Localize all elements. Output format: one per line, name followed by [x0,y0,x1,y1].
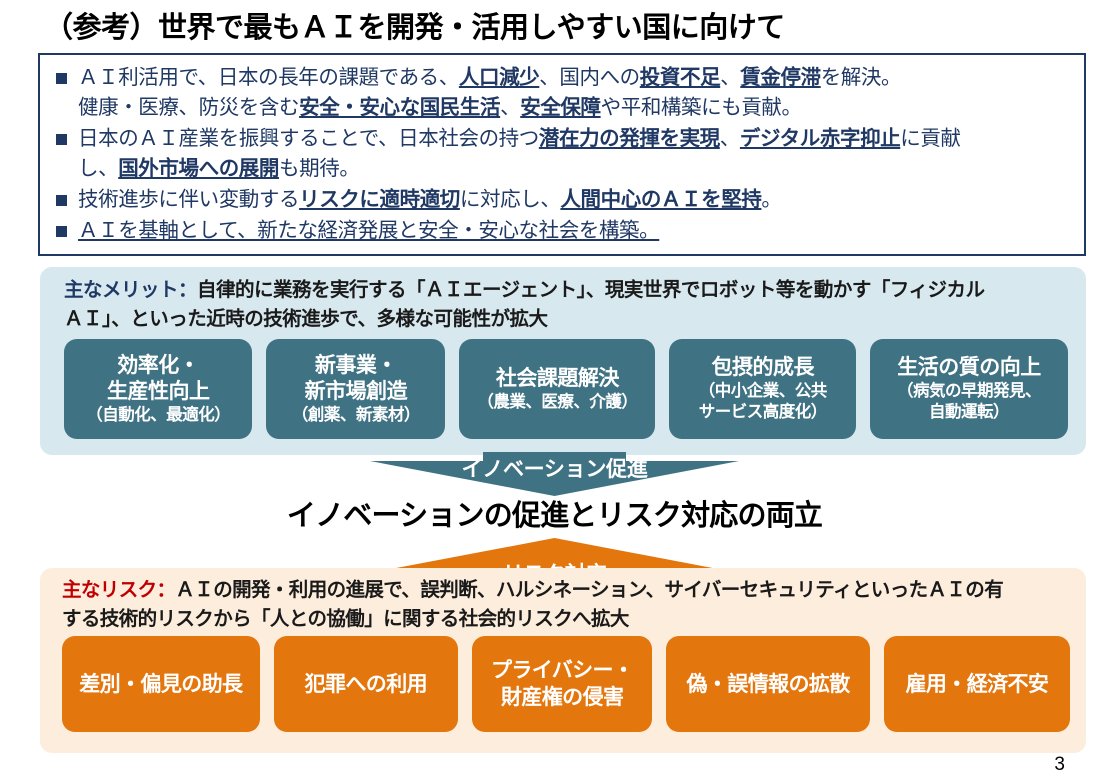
merit-label: 主なメリット： [64,279,198,301]
bullet-segment: 安全・安心な国民生活 [299,96,501,119]
merit-box-title: 生活の質の向上 [897,356,1041,379]
merit-box-title: 効率化・ [117,353,200,377]
bullet-text: 日本のＡＩ産業を振興することで、日本社会の持つ潜在力の発揮を実現、デジタル赤字抑… [78,124,1078,184]
arrow-down-shape [370,452,739,496]
merit-box: 効率化・生産性向上 （自動化、最適化） [64,339,253,439]
risk-box-title: 犯罪への利用 [304,672,428,696]
bullet-segment: 。 [761,188,782,211]
risk-box: 偽・誤情報の拡散 [666,636,870,732]
risk-box-title: 雇用・経済不安 [905,672,1049,696]
bullet-segment: ＡＩ利活用で、日本の長年の課題である、 [78,66,459,89]
bullet-segment: や平和構築にも貢献。 [600,96,802,119]
merit-box-title: 社会課題解決 [495,366,620,390]
bullet-segment: も期待。 [279,157,360,180]
bullet-segment: デジタル赤字抑止 [739,127,901,150]
risk-box: 雇用・経済不安 [883,636,1070,732]
bullet-segment: 、国内への [539,66,640,89]
center-statement: イノベーションの促進とリスク対応の両立 [286,500,823,532]
innovation-arrow-label: イノベーション促進 [461,458,648,481]
risk-box-row: 差別・偏見の助長 犯罪への利用 プライバシー・財産権の侵害 偽・誤情報の拡散 雇用・経済… [62,636,1070,732]
merit-box-title: 包摂的成長 [711,356,814,379]
risk-box-title: プライバシー・ [490,659,634,682]
risk-box-title: 偽・誤情報の拡散 [686,672,851,696]
merit-box: 生活の質の向上 （病気の早期発見、自動運転） [869,339,1068,439]
merit-box: 新事業・新市場創造 （創薬、新素材） [266,339,446,439]
risk-box: 差別・偏見の助長 [62,636,260,732]
merit-box-subtitle: （病気の早期発見、 [896,382,1042,400]
bullet-item: ＡＩを基軸として、新たな経済発展と安全・安心な社会を構築。 [56,216,1078,246]
bullet-segment: ＡＩを基軸として、新たな経済発展と安全・安心な社会を構築。 [78,219,660,242]
merit-box-subtitle: （中小企業、公共 [698,382,828,400]
merit-box-subtitle: （農業、医療、介護） [477,392,638,411]
risk-heading: 主なリスク：ＡＩの開発・利用の進展で、誤判断、ハルシネーション、サイバーセキュリ… [62,576,1076,634]
square-bullet-icon [56,195,67,206]
bullet-segment: 、 [719,127,741,150]
bullet-segment: 技術進歩に伴い変動する [78,188,300,211]
merit-panel: 主なメリット：自律的に業務を実行する「ＡＩエージェント」、現実世界でロボット等を… [40,267,1086,455]
merit-box-title: 新事業・ [314,353,398,377]
bullet-segment: 健康・医療、防災を含む [78,96,300,119]
merit-text-line1: 自律的に業務を実行する「ＡＩエージェント」、現実世界でロボット等を動かす「フィジ… [197,279,985,301]
square-bullet-icon [56,226,67,237]
risk-label: 主なリスク： [62,579,176,601]
merit-box: 社会課題解決 （農業、医療、介護） [459,339,656,439]
square-bullet-icon [56,73,67,84]
bullet-text: ＡＩを基軸として、新たな経済発展と安全・安心な社会を構築。 [78,216,1078,246]
merit-box-subtitle: サービス高度化） [698,403,828,421]
bullet-segment: 国外市場への展開 [118,157,280,180]
risk-box: プライバシー・財産権の侵害 [471,636,653,732]
risk-panel: 主なリスク：ＡＩの開発・利用の進展で、誤判断、ハルシネーション、サイバーセキュリ… [40,568,1086,753]
bullet-segment: 日本のＡＩ産業を振興することで、日本社会の持つ [78,127,539,150]
merit-box: 包摂的成長 （中小企業、公共サービス高度化） [669,339,856,439]
bullet-segment: し、 [78,157,119,180]
bullet-segment: リスクに適時適切 [299,188,460,211]
bullet-segment: 潜在力の発揮を実現 [538,127,720,150]
merit-box-subtitle: 自動運転） [928,403,1010,421]
merit-text-line2: ＡＩ」、といった近時の技術進歩で、多様な可能性が拡大 [64,308,548,330]
bullet-list: ＡＩ利活用で、日本の長年の課題である、人口減少、国内への投資不足、賃金停滞を解決… [56,63,1078,247]
risk-box-title: 財産権の侵害 [500,686,624,709]
bullet-segment: 、 [500,96,521,119]
innovation-arrow: イノベーション促進 [370,452,739,501]
bullet-segment: 安全保障 [520,96,601,119]
bullet-segment: 、 [720,66,741,89]
risk-box-title: 差別・偏見の助長 [79,672,243,696]
bullet-text: 技術進歩に伴い変動するリスクに適時適切に対応し、人間中心のＡＩを堅持。 [78,185,1078,215]
bullet-item: 技術進歩に伴い変動するリスクに適時適切に対応し、人間中心のＡＩを堅持。 [56,185,1078,215]
merit-box-title: 新市場創造 [304,379,408,403]
square-bullet-icon [56,134,67,145]
bullet-segment: に貢献 [900,127,961,150]
bullet-text: ＡＩ利活用で、日本の長年の課題である、人口減少、国内への投資不足、賃金停滞を解決… [78,63,1078,123]
bullet-segment: 投資不足 [639,66,721,89]
merit-box-row: 効率化・生産性向上 （自動化、最適化） 新事業・新市場創造 （創薬、新素材） 社会課題解… [64,339,1068,439]
risk-box: 犯罪への利用 [273,636,458,732]
bullet-item: ＡＩ利活用で、日本の長年の課題である、人口減少、国内への投資不足、賃金停滞を解決… [56,63,1078,123]
merit-box-subtitle: （自動化、最適化） [86,405,231,424]
page-number: 3 [1054,754,1065,775]
bullet-segment: 人間中心のＡＩを堅持 [560,188,762,211]
key-points-box: ＡＩ利活用で、日本の長年の課題である、人口減少、国内への投資不足、賃金停滞を解決… [38,53,1086,256]
bullet-segment: 人口減少 [458,66,540,89]
merit-heading: 主なメリット：自律的に業務を実行する「ＡＩエージェント」、現実世界でロボット等を… [64,276,1074,334]
merit-box-subtitle: （創薬、新素材） [291,405,421,424]
risk-text-line1: ＡＩの開発・利用の進展で、誤判断、ハルシネーション、サイバーセキュリティといった… [175,579,1004,601]
page-title: （参考）世界で最もＡＩを開発・活用しやすい国に向けて [44,12,785,44]
merit-box-title: 生産性向上 [106,379,210,403]
bullet-segment: を解決。 [820,66,902,89]
risk-text-line2: する技術的リスクから「人との協働」に関する社会的リスクへ拡大 [62,608,629,630]
bullet-segment: に対応し、 [459,188,561,211]
bullet-segment: 賃金停滞 [740,66,821,89]
bullet-item: 日本のＡＩ産業を振興することで、日本社会の持つ潜在力の発揮を実現、デジタル赤字抑… [56,124,1078,184]
